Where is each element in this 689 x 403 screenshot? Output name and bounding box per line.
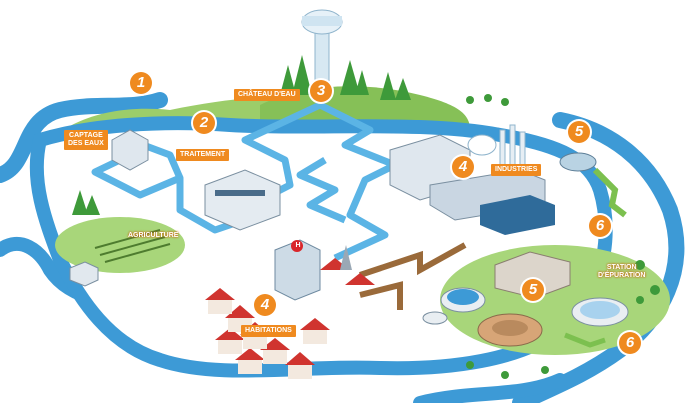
industries-complex (389, 124, 555, 235)
treatment-plant (204, 169, 281, 231)
habitations-label: HABITATIONS (241, 325, 296, 337)
station-label-line1: STATION (606, 264, 637, 271)
step-1-badge: 1 (130, 72, 152, 94)
industries-label: INDUSTRIES (491, 164, 542, 176)
water-tower (301, 9, 343, 91)
irrigation (94, 229, 171, 263)
hospital-icon: H (295, 242, 301, 249)
traitement-label: TRAITEMENT (176, 149, 230, 161)
industrial-basin (559, 152, 597, 172)
station-label-line2: D'ÉPURATION (598, 272, 646, 279)
step-2-badge: 2 (193, 112, 215, 134)
green-pipe (592, 167, 627, 218)
river-band (0, 92, 685, 403)
chateau-label: CHÂTEAU D'EAU (234, 89, 300, 101)
house-walls (208, 300, 327, 379)
step-6-upper-badge: 6 (589, 215, 611, 237)
church-spire (340, 245, 352, 270)
captage-building (111, 129, 149, 171)
step-6-lower-badge: 6 (619, 332, 641, 354)
step-5-industrial-badge: 5 (568, 121, 590, 143)
step-3-badge: 3 (310, 80, 332, 102)
station-label: STATION D'ÉPURATION (594, 262, 649, 282)
captage-label-line1: CAPTAGE (69, 132, 103, 139)
hospital-building (274, 239, 321, 301)
captage-label-line2: des EAUX (68, 140, 104, 147)
step-4-habitations-badge: 4 (254, 294, 276, 316)
trees (72, 55, 660, 379)
captage-label: CAPTAGE des EAUX (64, 130, 108, 150)
outflow-pipe (564, 332, 606, 348)
agriculture-label: AGRICULTURE (128, 232, 179, 239)
step-4-industries-badge: 4 (452, 156, 474, 178)
step-5-station-badge: 5 (522, 279, 544, 301)
pump-house (69, 261, 99, 287)
waste-water-pipe (359, 242, 467, 310)
field-agri (55, 217, 185, 273)
wastewater-plant (422, 251, 629, 347)
